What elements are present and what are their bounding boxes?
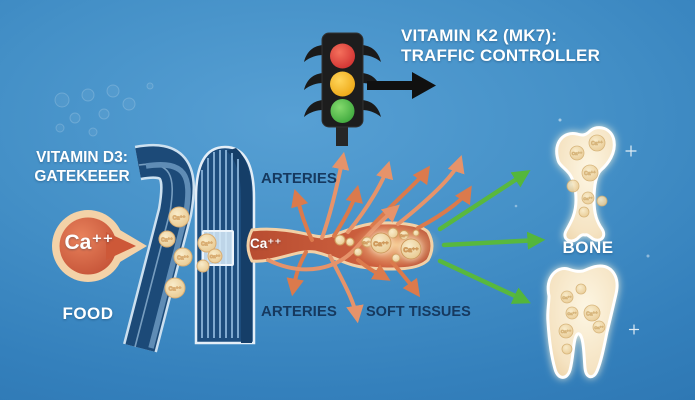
orange-branch-arrow-icon: [266, 151, 472, 324]
k2-title-line2: TRAFFIC CONTROLLER: [401, 46, 601, 65]
ca-particle-label: Ca⁺⁺: [400, 234, 408, 238]
ca-particle-label: Ca⁺⁺: [561, 329, 572, 334]
ca-particle-label: Ca⁺⁺: [583, 196, 592, 201]
k2-title: VITAMIN K2 (MK7): TRAFFIC CONTROLLER: [401, 26, 600, 66]
ca-particle-label: Ca⁺⁺: [562, 295, 571, 300]
bubbles-icon: [54, 82, 154, 137]
ca-particle-label: Ca⁺⁺: [594, 325, 603, 330]
bone-label: BONE: [562, 238, 614, 257]
ca-particle-label: Ca⁺⁺: [584, 171, 596, 177]
ca-particle-label: Ca⁺⁺: [201, 242, 213, 248]
calcium-drop-icon: [52, 210, 147, 282]
ca-particle-label: Ca⁺⁺: [161, 238, 173, 244]
ca-particle-label: Ca⁺⁺: [173, 215, 186, 222]
ca-particle-label: Ca⁺⁺: [373, 241, 388, 248]
calcium-ion-label-artery: Ca⁺⁺: [250, 236, 282, 251]
ca-particle-label: Ca⁺⁺: [572, 151, 583, 156]
artery-calcium-particles: Ca⁺⁺ Ca⁺⁺ Ca⁺⁺ Ca⁺⁺: [334, 227, 422, 263]
green-light: [330, 99, 355, 123]
ca-particle-label: Ca⁺⁺: [363, 241, 371, 245]
bone-icon: [555, 126, 616, 243]
k2-title-line1: VITAMIN K2 (MK7):: [401, 26, 558, 45]
ca-particle-label: Ca⁺⁺: [591, 141, 603, 147]
tooth-calcium-particles: Ca⁺⁺ Ca⁺⁺ Ca⁺⁺ Ca⁺⁺ Ca⁺⁺: [558, 283, 606, 355]
red-light: [330, 43, 355, 69]
d3-title-line2: GATEKEEER: [34, 168, 130, 185]
ca-particle-label: Ca⁺⁺: [586, 312, 598, 318]
soft-tissues-label: SOFT TISSUES: [366, 304, 471, 320]
ca-particle-label: Ca⁺⁺: [169, 286, 182, 293]
sparkle-icon: [514, 118, 650, 335]
ca-particle-label: Ca⁺⁺: [567, 311, 576, 316]
green-direction-arrow-icon: [437, 170, 546, 304]
bone-calcium-particles: Ca⁺⁺ Ca⁺⁺ Ca⁺⁺ Ca⁺⁺: [566, 134, 608, 218]
d3-title: VITAMIN D3: GATEKEEER: [16, 148, 148, 186]
food-label: FOOD: [62, 304, 114, 323]
ca-particle-label: Ca⁺⁺: [403, 247, 418, 254]
calcium-ion-label-food: Ca⁺⁺: [64, 231, 114, 254]
black-right-arrow-icon: [367, 72, 436, 99]
tooth-icon: [546, 264, 619, 379]
arteries-label-bottom: ARTERIES: [261, 303, 337, 320]
d3-title-line1: VITAMIN D3:: [36, 149, 128, 166]
calcium-particles: Ca⁺⁺ Ca⁺⁺ Ca⁺⁺ Ca⁺⁺ Ca⁺⁺ Ca⁺⁺: [158, 206, 223, 299]
ca-particle-label: Ca⁺⁺: [177, 256, 189, 262]
amber-light: [330, 71, 355, 97]
ca-particle-label: Ca⁺⁺: [210, 254, 221, 259]
arteries-label-top: ARTERIES: [261, 170, 337, 187]
